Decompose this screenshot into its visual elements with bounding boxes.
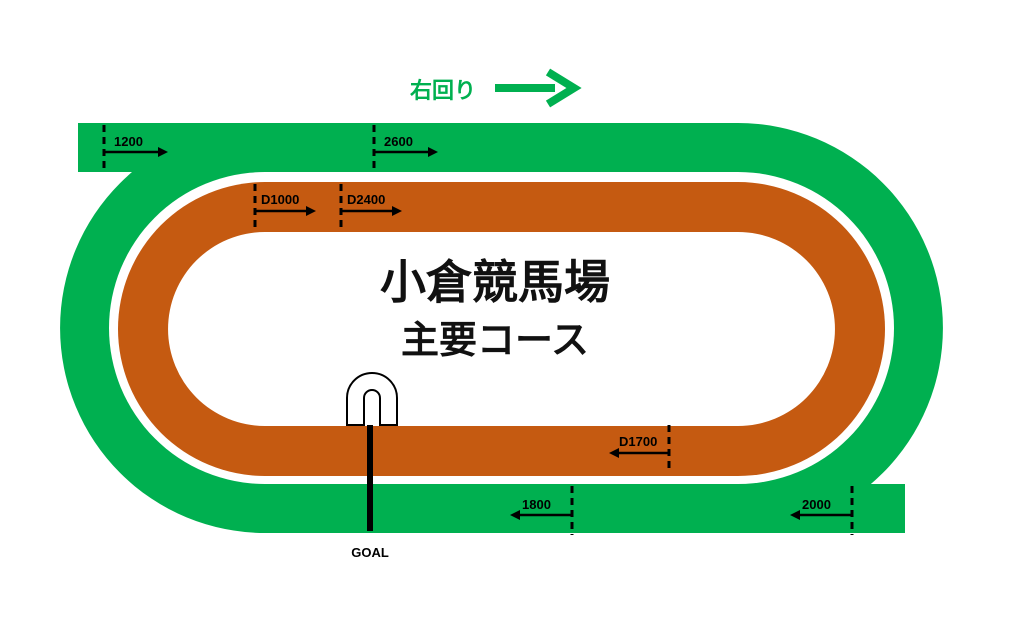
marker-label: D2400 [347, 192, 385, 207]
course-title: 小倉競馬場 [380, 255, 610, 309]
marker-label: D1000 [261, 192, 299, 207]
goal-label: GOAL [351, 545, 389, 560]
marker-1200: 1200 [102, 125, 168, 172]
marker-2600: 2600 [372, 125, 438, 172]
marker-label: 1200 [114, 134, 143, 149]
marker-d2400: D2400 [339, 184, 402, 232]
marker-label: 1800 [522, 497, 551, 512]
marker-2000: 2000 [790, 486, 854, 535]
marker-label: D1700 [619, 434, 657, 449]
marker-d1700: D1700 [609, 425, 671, 472]
goal-post [346, 372, 398, 531]
turf-chute-bottom [700, 484, 905, 533]
turf-chute-top [78, 123, 278, 172]
direction-arrow-icon [495, 68, 582, 108]
marker-label: 2600 [384, 134, 413, 149]
marker-label: 2000 [802, 497, 831, 512]
marker-1800: 1800 [510, 486, 574, 535]
marker-d1000: D1000 [253, 184, 316, 232]
dirt-track [118, 182, 885, 476]
direction-label: 右回り [410, 79, 476, 104]
course-subtitle: 主要コース [401, 318, 589, 362]
